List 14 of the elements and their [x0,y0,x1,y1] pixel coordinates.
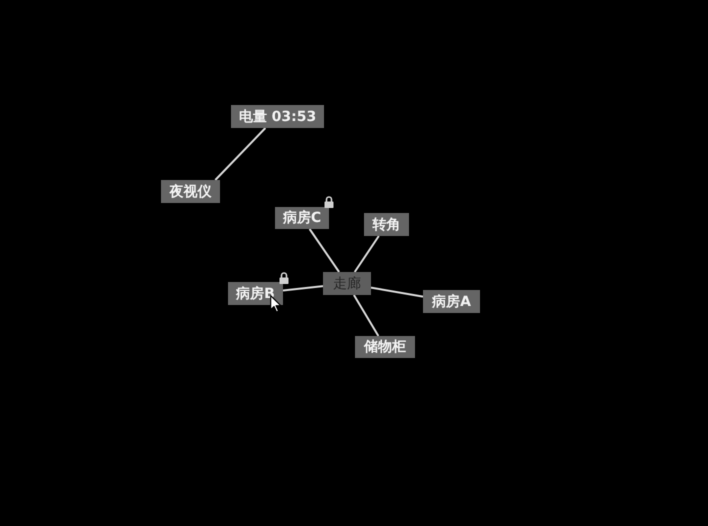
label-box: 病房A [423,290,480,313]
label-box: 转角 [364,213,409,236]
label-box: 储物柜 [355,336,415,358]
label-box: 电量 03:53 [231,105,324,128]
connector-line [354,235,380,273]
label-box: 病房C [275,207,329,229]
connector-line [353,294,380,337]
connector-line [282,285,324,292]
label-box: 夜视仪 [161,180,220,203]
label-box: 病房B [228,282,283,305]
connector-line [308,228,340,273]
connector-line [214,127,266,181]
label-box: 走廊 [323,272,371,295]
connector-line [370,286,424,298]
